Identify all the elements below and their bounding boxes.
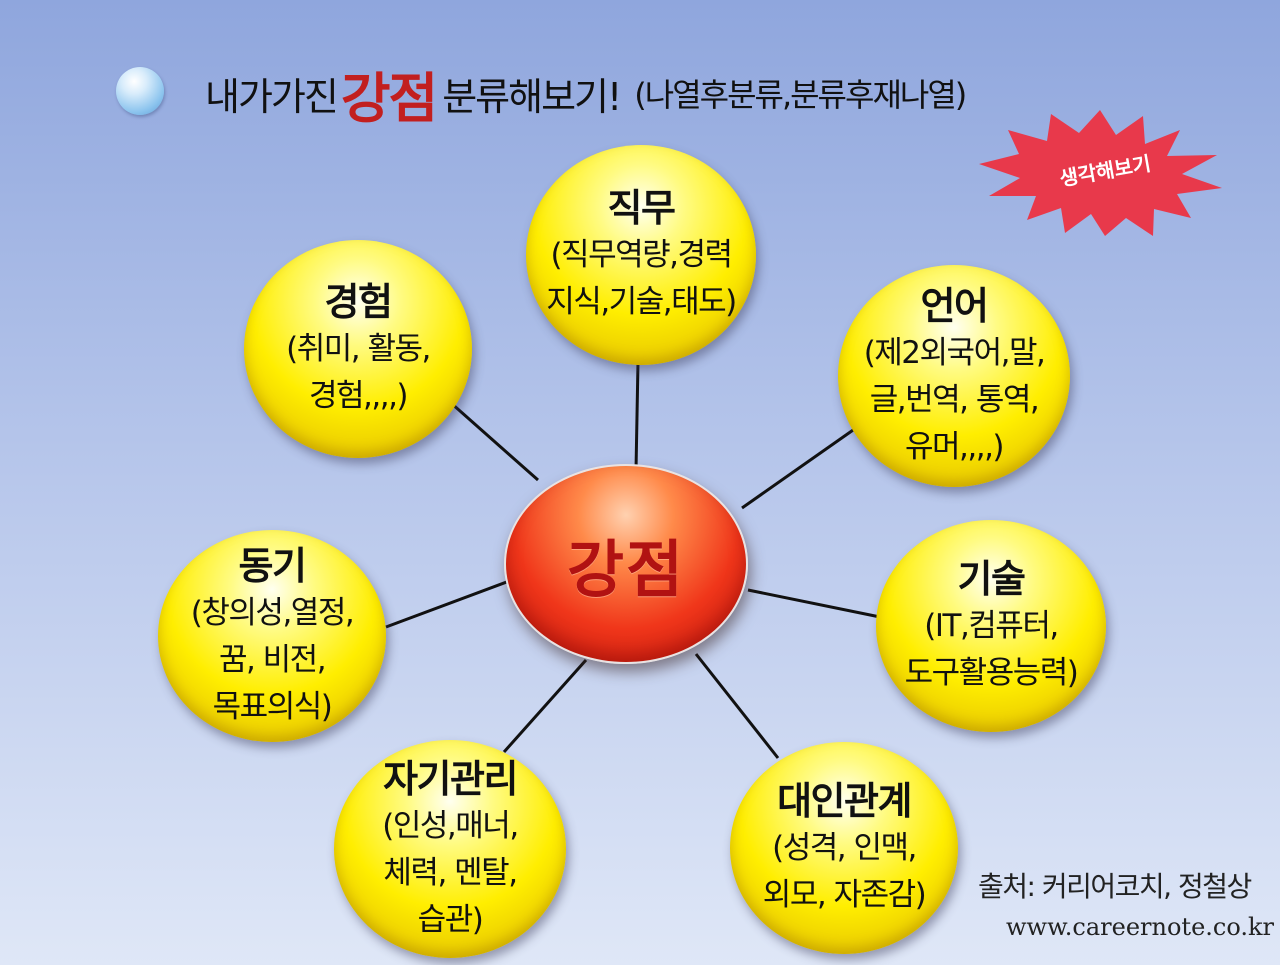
node-experience-body: (취미, 활동, 경험,,,,) — [286, 331, 431, 414]
connector-language — [741, 426, 857, 510]
connector-experience — [450, 401, 539, 482]
node-experience: 경험 (취미, 활동, 경험,,,,) — [244, 240, 472, 458]
source-credit: 출처: 커리어코치, 정철상 — [978, 870, 1252, 903]
node-motivation-head: 동기 — [238, 543, 307, 588]
node-job-body: (직무역량,경력 지식,기술,태도) — [546, 237, 737, 320]
connector-relationship — [694, 653, 780, 759]
title-part1: 내가가진 — [205, 74, 339, 119]
connector-motivation — [385, 578, 513, 629]
node-self-management: 자기관리 (인성,매너, 체력, 멘탈, 습관) — [334, 740, 566, 958]
center-node: 강점 — [504, 464, 748, 664]
node-language-head: 언어 — [920, 283, 989, 328]
source-url: www.careernote.co.kr — [1006, 913, 1275, 941]
node-motivation-body: (창의성,열정, 꿈, 비전, 목표의식) — [190, 594, 355, 725]
connector-self-management — [502, 659, 588, 753]
node-skill: 기술 (IT,컴퓨터, 도구활용능력) — [876, 520, 1106, 732]
title-part2: 분류해보기! — [442, 74, 622, 119]
node-experience-head: 경험 — [324, 280, 393, 324]
node-motivation: 동기 (창의성,열정, 꿈, 비전, 목표의식) — [158, 530, 386, 742]
title-highlight: 강점 — [340, 66, 438, 130]
connector-job — [634, 361, 640, 471]
starburst-icon — [979, 110, 1222, 236]
node-job: 직무 (직무역량,경력 지식,기술,태도) — [526, 145, 756, 365]
title-bullet-icon — [116, 67, 164, 115]
page-title: 내가가진 강점 분류해보기! (나열후분류,분류후재나열) — [205, 58, 967, 130]
node-relationship: 대인관계 (성격, 인맥, 외모, 자존감) — [730, 742, 958, 954]
center-label: 강점 — [566, 533, 686, 606]
node-relationship-body: (성격, 인맥, 외모, 자존감) — [762, 830, 927, 913]
node-skill-body: (IT,컴퓨터, 도구활용능력) — [904, 608, 1079, 691]
node-self-management-body: (인성,매너, 체력, 멘탈, 습관) — [382, 807, 519, 938]
node-relationship-head: 대인관계 — [777, 779, 912, 823]
connector-skill — [747, 588, 881, 619]
node-job-head: 직무 — [607, 186, 676, 230]
node-skill-head: 기술 — [957, 557, 1026, 601]
node-self-management-head: 자기관리 — [383, 756, 518, 801]
node-language-body: (제2외국어,말, 글,번역, 통역, 유머,,,,) — [863, 334, 1046, 465]
node-language: 언어 (제2외국어,말, 글,번역, 통역, 유머,,,,) — [838, 265, 1070, 487]
title-note: (나열후분류,분류후재나열) — [634, 76, 967, 114]
